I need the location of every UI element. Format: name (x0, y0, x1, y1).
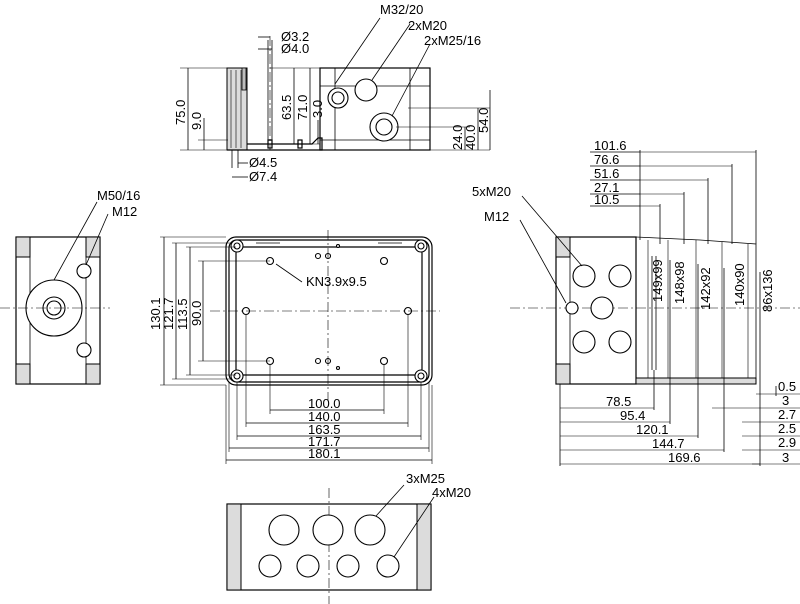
dim-bottom-144.7: 144.7 (652, 436, 685, 451)
label-kn-3-9x9-5: KN3.9x9.5 (306, 274, 367, 289)
dim-inner-142x92: 142x92 (698, 267, 713, 310)
label-dia-4-5: Ø4.5 (249, 155, 277, 170)
gland-hole-m12 (565, 301, 579, 315)
dim-100-0: 100.0 (308, 396, 341, 411)
gland-hole-m20 (336, 554, 360, 578)
label-3xm25: 3xM25 (406, 471, 445, 486)
top-enclosure-body (319, 67, 431, 151)
front-view: KN3.9x9.5 130.1 121.7 113.5 90.0 100.0 1… (148, 230, 440, 464)
label-m12-left: M12 (112, 204, 137, 219)
label-5xm20: 5xM20 (472, 184, 511, 199)
dim-side-5: 3 (782, 450, 789, 465)
dim-top-10.5: 10.5 (594, 192, 619, 207)
gland-hole-m20 (572, 264, 596, 288)
dim-top-27.1: 27.1 (594, 180, 619, 195)
label-dia-3-2: Ø3.2 (281, 29, 309, 44)
dim-inner-149x99: 149x99 (650, 259, 665, 302)
dim-140-0: 140.0 (308, 409, 341, 424)
dim-bottom-120.1: 120.1 (636, 422, 669, 437)
dim-180-1: 180.1 (308, 446, 341, 461)
right-inner-dims: 149x99 148x98 142x92 140x90 86x136 (650, 259, 775, 312)
dim-side-0: 0.5 (778, 379, 796, 394)
dim-inner-148x98: 148x98 (672, 261, 687, 304)
gland-hole-m25 (268, 514, 300, 546)
dim-113-5: 113.5 (175, 298, 190, 330)
dim-130-1: 130.1 (148, 297, 163, 330)
gland-hole-m12-top (76, 263, 92, 279)
dim-side-1: 3 (782, 393, 789, 408)
dim-9-0: 9.0 (189, 112, 204, 130)
label-m12-right: M12 (484, 209, 509, 224)
dim-bottom-169.6: 169.6 (668, 450, 701, 465)
dim-75-0: 75.0 (173, 100, 188, 125)
top-view: M32/20 2xM20 2xM25/16 Ø3.2 Ø4.0 Ø4.5 Ø7.… (173, 2, 491, 184)
gland-hole-m20 (376, 554, 400, 578)
dim-inner-140x90: 140x90 (732, 263, 747, 306)
dim-71-0: 71.0 (295, 95, 310, 120)
gland-hole-m20 (354, 78, 378, 102)
right-side-dims: 0.532.72.52.93 (778, 379, 796, 465)
dim-90-0: 90.0 (189, 301, 204, 326)
gland-hole-m20 (296, 554, 320, 578)
gland-hole-m20 (608, 264, 632, 288)
dim-bottom-95.4: 95.4 (620, 408, 645, 423)
dim-63-5: 63.5 (279, 95, 294, 120)
gland-hole-m20 (590, 296, 614, 320)
dim-bottom-78.5: 78.5 (606, 394, 631, 409)
dim-side-2: 2.7 (778, 407, 796, 422)
dim-top-51.6: 51.6 (594, 166, 619, 181)
dim-3-0: 3.0 (310, 100, 325, 118)
dim-54-0: 54.0 (476, 108, 491, 133)
gland-hole-m20 (572, 330, 596, 354)
label-4xm20: 4xM20 (432, 485, 471, 500)
label-m32-20: M32/20 (380, 2, 423, 17)
label-m50-16: M50/16 (97, 188, 140, 203)
dim-121-7: 121.7 (161, 297, 176, 330)
dim-24-0: 24.0 (450, 125, 465, 150)
gland-hole-m12-bottom (76, 342, 92, 358)
dim-171-7: 171.7 (308, 434, 341, 449)
right-top-dims: 101.676.651.627.110.5 (594, 138, 627, 207)
dim-inner-86x136: 86x136 (760, 269, 775, 312)
label-2xm20: 2xM20 (408, 18, 447, 33)
bottom-view: 3xM25 4xM20 (226, 471, 471, 604)
dim-40-0: 40.0 (463, 125, 478, 150)
label-2xm25-16: 2xM25/16 (424, 33, 481, 48)
dim-top-101.6: 101.6 (594, 138, 627, 153)
left-enclosure (15, 236, 101, 385)
dim-top-76.6: 76.6 (594, 152, 619, 167)
label-dia-7-4: Ø7.4 (249, 169, 277, 184)
label-dia-4-0: Ø4.0 (281, 41, 309, 56)
dim-side-4: 2.9 (778, 435, 796, 450)
gland-hole-m25 (312, 514, 344, 546)
gland-hole-m25 (354, 514, 386, 546)
left-view: M50/16 M12 (0, 188, 140, 385)
dim-163-5: 163.5 (308, 422, 341, 437)
dim-side-3: 2.5 (778, 421, 796, 436)
gland-hole-m20 (258, 554, 282, 578)
gland-hole-m20 (608, 330, 632, 354)
